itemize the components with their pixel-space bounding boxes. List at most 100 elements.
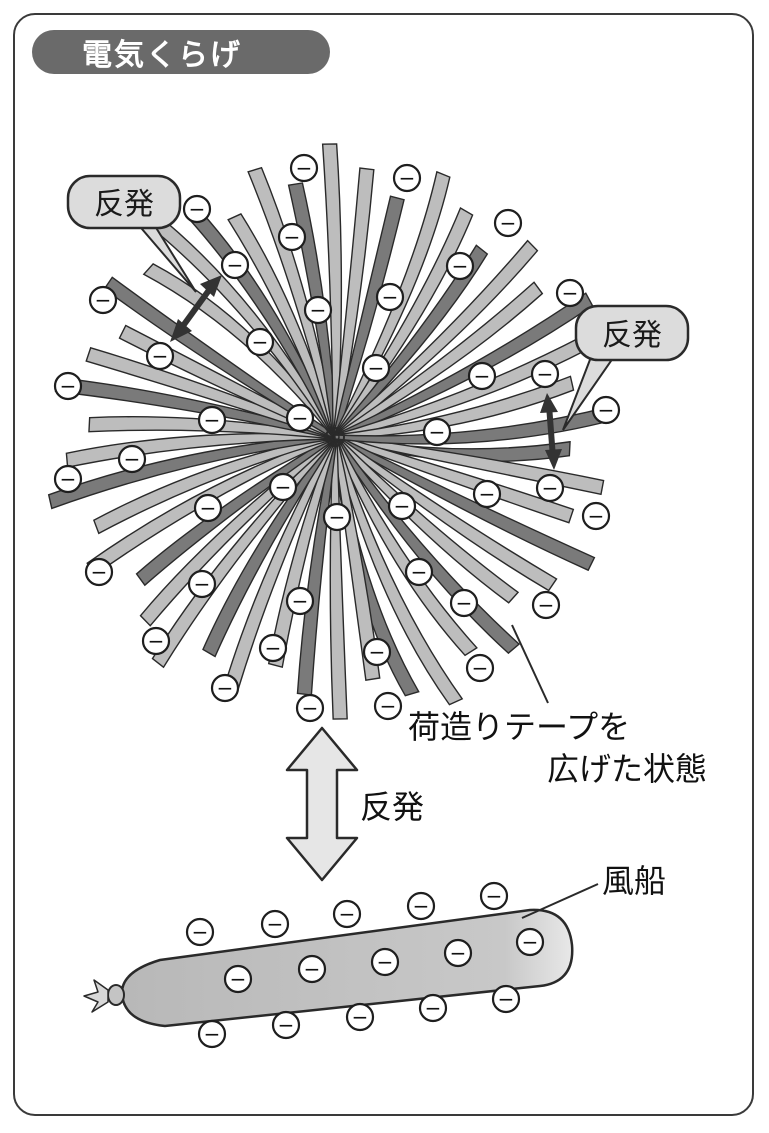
charge-symbol: − — [329, 505, 346, 529]
charge-minus-jellyfish: − — [303, 295, 333, 325]
tape-label-line2: 広げた状態 — [547, 750, 707, 788]
charge-symbol: − — [498, 987, 515, 1011]
charge-minus-jellyfish: − — [467, 361, 497, 391]
charge-symbol: − — [562, 281, 579, 305]
charge-minus-jellyfish: − — [295, 693, 325, 723]
tape-strand — [321, 143, 343, 438]
charge-minus-jellyfish: − — [145, 341, 175, 371]
charge-minus-jellyfish: − — [88, 285, 118, 315]
charge-symbol: − — [394, 494, 411, 518]
charge-minus-jellyfish: − — [493, 208, 523, 238]
jellyfish-charges: − − − − − − − − − − − − − − − − − − − − − − − − − − − − − − − − − − − − − − − −… — [53, 153, 621, 723]
charge-minus-jellyfish: − — [182, 194, 212, 224]
charge-minus-balloon: − — [406, 891, 436, 921]
charge-symbol: − — [217, 676, 234, 700]
tape-leader-line — [511, 624, 549, 704]
charge-minus-balloon: − — [370, 947, 400, 977]
charge-symbol: − — [411, 560, 428, 584]
title-text: 電気くらげ — [82, 38, 242, 73]
charge-minus-jellyfish: − — [193, 493, 223, 523]
charge-symbol: − — [148, 629, 165, 653]
center-knot — [325, 427, 345, 447]
tape-strand — [333, 292, 594, 440]
charge-symbol: − — [296, 156, 313, 180]
charge-symbol: − — [377, 950, 394, 974]
charge-symbol: − — [522, 930, 539, 954]
callout-left-text: 反発 — [94, 187, 154, 222]
tape-strand — [332, 434, 521, 655]
charge-minus-jellyfish: − — [373, 691, 403, 721]
tape-strand — [247, 166, 338, 439]
tape-strand — [333, 375, 575, 440]
tape-strand — [135, 434, 338, 587]
charge-minus-balloon: − — [443, 938, 473, 968]
charge-minus-jellyfish: − — [53, 371, 83, 401]
tape-strand — [333, 434, 575, 524]
charge-symbol: − — [152, 344, 169, 368]
repulsion-double-arrow — [285, 726, 359, 882]
charge-symbol: − — [538, 593, 555, 617]
charge-minus-balloon: − — [515, 927, 545, 957]
charge-minus-jellyfish: − — [285, 403, 315, 433]
charge-minus-jellyfish: − — [472, 479, 502, 509]
charge-symbol: − — [380, 694, 397, 718]
charge-minus-jellyfish: − — [53, 464, 83, 494]
charge-symbol: − — [500, 211, 517, 235]
charge-symbol: − — [588, 504, 605, 528]
tape-strand — [202, 435, 338, 658]
balloon-leader-line — [521, 883, 599, 919]
charge-minus-jellyfish: − — [591, 395, 621, 425]
charge-symbol: − — [252, 330, 269, 354]
charge-minus-balloon: − — [223, 964, 253, 994]
charge-minus-jellyfish: − — [392, 163, 422, 193]
charge-symbol: − — [292, 406, 309, 430]
charge-symbol: − — [91, 560, 108, 584]
charge-minus-jellyfish: − — [268, 472, 298, 502]
charge-symbol: − — [189, 197, 206, 221]
charge-minus-jellyfish: − — [258, 633, 288, 663]
tape-strand — [332, 167, 375, 439]
charge-symbol: − — [598, 398, 615, 422]
repulsion-arrow-left — [170, 275, 222, 342]
charge-minus-balloon: − — [297, 954, 327, 984]
charge-minus-balloon: − — [260, 909, 290, 939]
charge-minus-jellyfish: − — [404, 557, 434, 587]
charge-symbol: − — [278, 1013, 295, 1037]
charge-minus-jellyfish: − — [289, 153, 319, 183]
charge-symbol: − — [452, 254, 469, 278]
charge-minus-balloon: − — [491, 984, 521, 1014]
charge-symbol: − — [284, 225, 301, 249]
charge-symbol: − — [204, 408, 221, 432]
tape-strand — [267, 435, 338, 669]
tape-strand — [287, 182, 338, 439]
charge-symbol: − — [124, 447, 141, 471]
charge-minus-jellyfish: − — [84, 557, 114, 587]
charge-symbol: − — [429, 420, 446, 444]
charge-minus-balloon: − — [197, 1019, 227, 1049]
charge-symbol: − — [368, 356, 385, 380]
tape-strand — [47, 434, 337, 510]
tape-label-line1: 荷造りテープを — [408, 708, 630, 746]
charge-minus-jellyfish: − — [531, 590, 561, 620]
callout-repulsion-left: 反発 — [66, 174, 197, 293]
charge-minus-jellyfish: − — [465, 653, 495, 683]
charge-symbol: − — [227, 253, 244, 277]
charge-minus-balloon: − — [479, 881, 509, 911]
tape-strand — [332, 195, 405, 439]
charge-minus-jellyfish: − — [285, 586, 315, 616]
charge-minus-jellyfish: − — [535, 473, 565, 503]
charge-symbol: − — [200, 496, 217, 520]
callout-repulsion-right: 反発 — [562, 304, 690, 431]
repulsion-arrow-right — [540, 393, 562, 470]
charge-symbol: − — [486, 884, 503, 908]
charge-minus-jellyfish: − — [141, 626, 171, 656]
charge-symbol: − — [542, 476, 559, 500]
charge-minus-jellyfish: − — [530, 359, 560, 389]
charge-symbol: − — [302, 696, 319, 720]
charge-minus-balloon: − — [418, 993, 448, 1023]
charge-minus-jellyfish: − — [449, 588, 479, 618]
charge-symbol: − — [399, 166, 416, 190]
charge-symbol: − — [352, 1005, 369, 1029]
tape-strand — [142, 262, 338, 440]
